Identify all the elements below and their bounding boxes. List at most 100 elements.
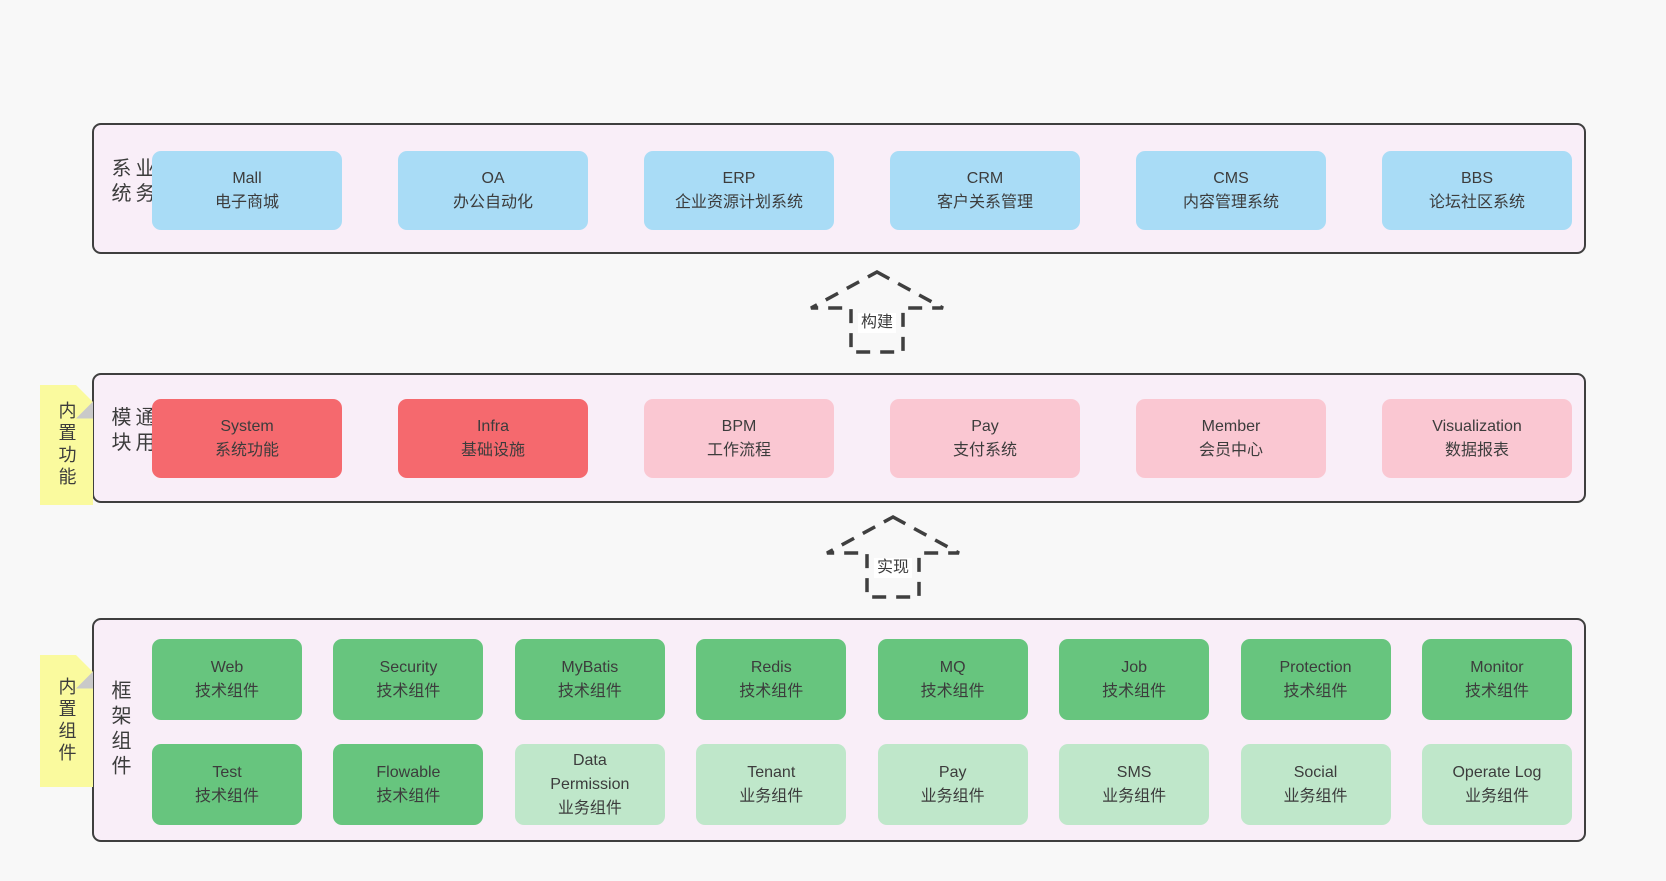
box-title: BBS xyxy=(1460,169,1493,187)
box-subtitle: 业务组件 xyxy=(557,799,622,817)
box-pay-component: Pay 业务组件 xyxy=(877,744,1028,825)
box-security: Security 技术组件 xyxy=(333,639,484,720)
box-tenant: Tenant 业务组件 xyxy=(696,744,847,825)
box-subtitle: 业务组件 xyxy=(1283,787,1348,805)
box-subtitle: 业务组件 xyxy=(920,787,985,805)
box-title: CRM xyxy=(966,169,1004,187)
box-oa: OA 办公自动化 xyxy=(398,151,588,230)
box-data-permission: Data Permission 业务组件 xyxy=(514,744,665,825)
box-crm: CRM 客户关系管理 xyxy=(890,151,1080,230)
box-title: Member xyxy=(1201,417,1261,435)
box-subtitle: 技术组件 xyxy=(376,787,441,805)
builtin-functions-note-text: 内置功能 xyxy=(56,401,77,489)
box-title: Visualization xyxy=(1432,417,1522,435)
box-job: Job 技术组件 xyxy=(1059,639,1210,720)
box-subtitle: 技术组件 xyxy=(739,682,804,700)
box-subtitle: 技术组件 xyxy=(194,682,259,700)
layer-business-label: 业务系统 xyxy=(108,156,154,207)
box-subtitle: 论坛社区系统 xyxy=(1428,193,1525,211)
box-subtitle: 客户关系管理 xyxy=(936,193,1033,211)
modules-box-row: System 系统功能 Infra 基础设施 BPM 工作流程 Pay 支付系统… xyxy=(152,399,1572,478)
box-test: Test 技术组件 xyxy=(152,744,302,825)
box-member: Member 会员中心 xyxy=(1136,399,1326,478)
box-title: BPM xyxy=(721,417,757,435)
box-title: Operate Log xyxy=(1452,763,1542,781)
box-title: CMS xyxy=(1213,169,1249,187)
box-subtitle: 支付系统 xyxy=(952,441,1017,459)
box-subtitle: 技术组件 xyxy=(557,682,622,700)
box-protection: Protection 技术组件 xyxy=(1240,639,1391,720)
box-erp: ERP 企业资源计划系统 xyxy=(644,151,834,230)
box-title: Test xyxy=(212,763,242,781)
box-subtitle: 系统功能 xyxy=(214,441,279,459)
box-title: MQ xyxy=(939,658,966,676)
box-title: Infra xyxy=(476,417,509,435)
layer-framework-label: 框架组件 xyxy=(108,680,130,780)
box-title: Security xyxy=(379,658,438,676)
box-subtitle: 数据报表 xyxy=(1444,441,1509,459)
box-subtitle: 内容管理系统 xyxy=(1182,193,1279,211)
box-title: Mall xyxy=(232,169,262,187)
builtin-components-note-text: 内置组件 xyxy=(56,677,77,765)
box-web: Web 技术组件 xyxy=(152,639,302,720)
box-subtitle: 技术组件 xyxy=(1102,682,1167,700)
box-title: Social xyxy=(1293,763,1338,781)
box-title: Redis xyxy=(750,658,792,676)
box-subtitle: 企业资源计划系统 xyxy=(674,193,803,211)
box-mall: Mall 电子商城 xyxy=(152,151,342,230)
box-title: ERP xyxy=(722,169,756,187)
box-title: SMS xyxy=(1116,763,1152,781)
box-title: Pay xyxy=(971,417,999,435)
box-title: MyBatis xyxy=(561,658,619,676)
box-visualization: Visualization 数据报表 xyxy=(1382,399,1572,478)
box-subtitle: 办公自动化 xyxy=(452,193,533,211)
box-subtitle: 技术组件 xyxy=(1464,682,1529,700)
box-subtitle: 技术组件 xyxy=(376,682,441,700)
box-cms: CMS 内容管理系统 xyxy=(1136,151,1326,230)
box-title: Flowable xyxy=(376,763,441,781)
box-redis: Redis 技术组件 xyxy=(696,639,847,720)
box-title: Job xyxy=(1121,658,1147,676)
box-title: Tenant xyxy=(747,763,796,781)
framework-box-row-1: Web 技术组件 Security 技术组件 MyBatis 技术组件 Redi… xyxy=(152,639,1572,720)
layer-business-systems: 业务系统 Mall 电子商城 OA 办公自动化 ERP 企业资源计划系统 CRM… xyxy=(92,123,1586,254)
implement-arrow-label: 实现 xyxy=(873,558,913,578)
box-title: Protection xyxy=(1279,658,1352,676)
business-box-row: Mall 电子商城 OA 办公自动化 ERP 企业资源计划系统 CRM 客户关系… xyxy=(152,151,1572,230)
box-subtitle: 工作流程 xyxy=(706,441,771,459)
box-mybatis: MyBatis 技术组件 xyxy=(514,639,665,720)
box-operate-log: Operate Log 业务组件 xyxy=(1421,744,1572,825)
box-mq: MQ 技术组件 xyxy=(877,639,1028,720)
box-subtitle: 业务组件 xyxy=(1464,787,1529,805)
box-subtitle: 技术组件 xyxy=(194,787,259,805)
build-arrow-label: 构建 xyxy=(857,313,897,333)
builtin-functions-note: 内置功能 xyxy=(40,385,93,505)
box-sms: SMS 业务组件 xyxy=(1059,744,1210,825)
box-title: Web xyxy=(210,658,244,676)
box-bpm: BPM 工作流程 xyxy=(644,399,834,478)
box-subtitle: 技术组件 xyxy=(920,682,985,700)
box-title: Data Permission xyxy=(550,751,630,793)
layer-framework-components: 框架组件 Web 技术组件 Security 技术组件 MyBatis 技术组件… xyxy=(92,618,1586,842)
box-subtitle: 电子商城 xyxy=(214,193,279,211)
box-title: Monitor xyxy=(1470,658,1524,676)
framework-box-row-2: Test 技术组件 Flowable 技术组件 Data Permission … xyxy=(152,744,1572,825)
box-title: Pay xyxy=(938,763,967,781)
box-title: OA xyxy=(481,169,505,187)
builtin-components-note: 内置组件 xyxy=(40,655,93,787)
build-arrow-icon: 构建 xyxy=(801,269,953,355)
box-infra: Infra 基础设施 xyxy=(398,399,588,478)
box-bbs: BBS 论坛社区系统 xyxy=(1382,151,1572,230)
box-system: System 系统功能 xyxy=(152,399,342,478)
box-subtitle: 业务组件 xyxy=(739,787,804,805)
box-title: System xyxy=(220,417,274,435)
layer-common-modules: 通用模块 System 系统功能 Infra 基础设施 BPM 工作流程 Pay… xyxy=(92,373,1586,503)
box-subtitle: 会员中心 xyxy=(1198,441,1263,459)
implement-arrow-icon: 实现 xyxy=(817,514,969,600)
box-monitor: Monitor 技术组件 xyxy=(1421,639,1572,720)
box-subtitle: 基础设施 xyxy=(460,441,525,459)
box-flowable: Flowable 技术组件 xyxy=(333,744,484,825)
box-subtitle: 技术组件 xyxy=(1283,682,1348,700)
layer-modules-label: 通用模块 xyxy=(108,406,154,457)
